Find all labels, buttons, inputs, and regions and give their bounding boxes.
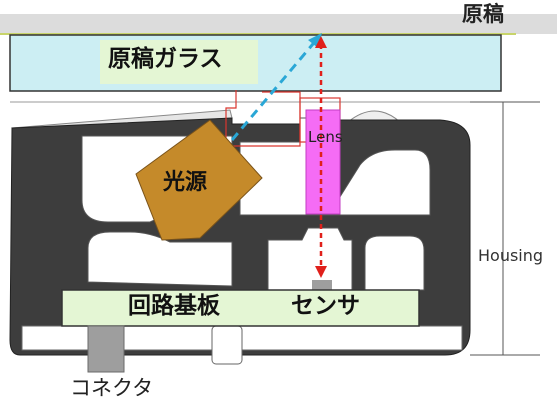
housing-cavity-mid: [87, 231, 233, 287]
document-glass-label: 原稿ガラス: [108, 46, 223, 72]
housing-bottom-post: [211, 325, 243, 365]
housing-label: Housing: [478, 246, 544, 265]
sensor-label: センサ: [291, 293, 360, 319]
circuit-board: [61, 289, 420, 327]
connector-label: コネクタ: [70, 376, 154, 400]
sensor-chip: [312, 280, 332, 290]
document-glass-label-box: [100, 40, 258, 84]
reflected-arrowhead-bottom: [315, 266, 327, 278]
lens-label: Lens: [308, 128, 343, 146]
illumination-path: [230, 37, 320, 141]
housing-cavity-right: [364, 235, 425, 291]
reflected-arrowhead-top: [315, 36, 327, 48]
document-strip: [0, 14, 557, 34]
light-source-label: 光源: [163, 170, 208, 195]
rod-lens: [305, 109, 341, 215]
document-label: 原稿: [462, 2, 504, 26]
housing-cavity-sensor: [267, 227, 353, 291]
circuit-board-label: 回路基板: [128, 293, 220, 319]
connector: [87, 325, 125, 373]
light-source: [135, 119, 263, 241]
